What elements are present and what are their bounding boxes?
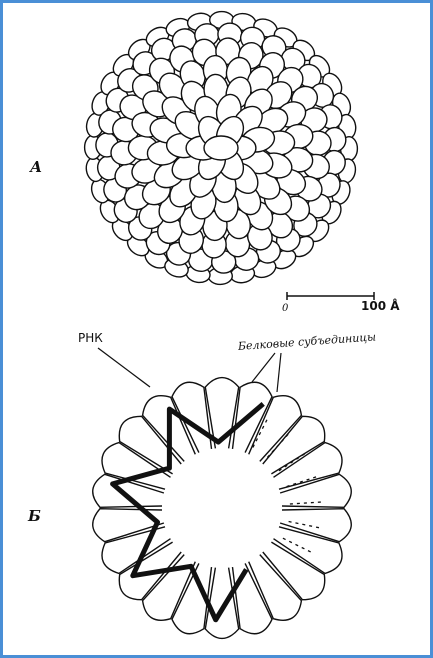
panel-label-a: А [30, 158, 42, 176]
rna-pointer [98, 348, 150, 387]
capsomere-subunit [204, 136, 238, 160]
capsid-interior [163, 449, 281, 567]
virus-capsid-surface [84, 11, 357, 284]
panel-label-b: Б [28, 507, 41, 525]
scale-bar-zero-label: 0 [282, 303, 288, 314]
scale-bar-value-label: 100 Å [361, 299, 400, 313]
rna-label: РНК [78, 331, 103, 345]
virus-cross-section [93, 378, 352, 639]
